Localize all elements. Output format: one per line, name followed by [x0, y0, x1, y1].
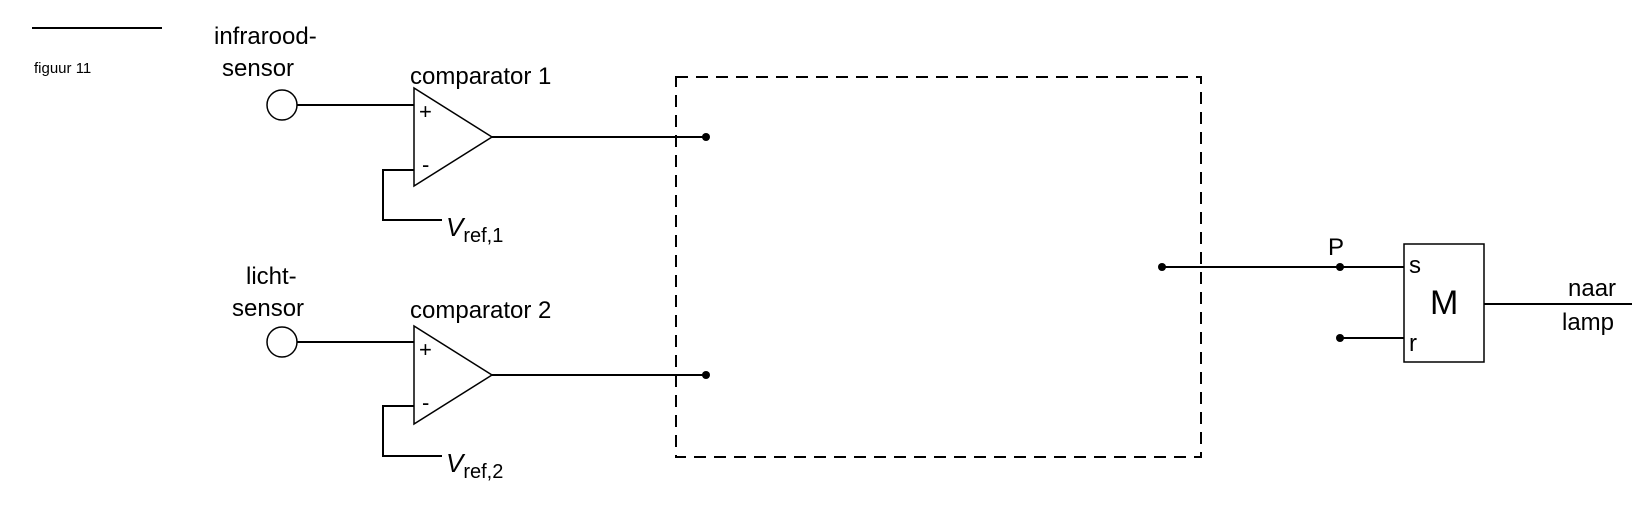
memory-cell-set-label: s: [1409, 252, 1421, 279]
comparator-1: comparator 1 + - Vref,1: [382, 63, 710, 247]
comparator-1-plus-label: +: [419, 99, 432, 124]
comparator-2-vref-wire: [382, 405, 442, 457]
comparator-2-plus-label: +: [419, 337, 432, 362]
comparator-2-minus-label: -: [422, 390, 429, 415]
comparator-2: comparator 2 + - Vref,2: [382, 297, 710, 483]
infrared-sensor-label-line2: sensor: [222, 55, 294, 82]
figure-label: figuur 11: [34, 60, 91, 77]
dashed-logic-box: [675, 76, 1202, 458]
light-sensor-label-line2: sensor: [232, 295, 304, 322]
comparator-1-output-node: [702, 133, 710, 141]
comparator-1-minus-label: -: [422, 152, 429, 177]
infrared-sensor-icon: [266, 89, 298, 121]
comparator-2-vref-label: Vref,2: [446, 448, 503, 483]
light-sensor-label-line1: licht-: [246, 263, 297, 290]
memory-cell-name: M: [1430, 284, 1458, 322]
memory-cell: s M r: [1403, 243, 1485, 363]
output-label-bottom: lamp: [1562, 309, 1614, 336]
point-p-node: [1336, 263, 1344, 271]
comparator-2-triangle-icon: [413, 324, 494, 426]
memory-cell-reset-label: r: [1409, 330, 1417, 357]
infrared-sensor: infrarood- sensor: [214, 23, 414, 121]
infrared-sensor-label-line1: infrarood-: [214, 23, 317, 50]
light-sensor-icon: [266, 326, 298, 358]
output-label-top: naar: [1568, 275, 1616, 302]
comparator-1-triangle-icon: [413, 86, 494, 188]
comparator-1-vref-wire: [382, 169, 442, 221]
comparator-1-vref-label: Vref,1: [446, 212, 503, 247]
comparator-2-output-node: [702, 371, 710, 379]
light-sensor: licht- sensor: [232, 263, 414, 358]
comparator-2-title: comparator 2: [410, 297, 551, 324]
point-p-label: P: [1328, 234, 1344, 261]
comparator-1-title: comparator 1: [410, 63, 551, 90]
